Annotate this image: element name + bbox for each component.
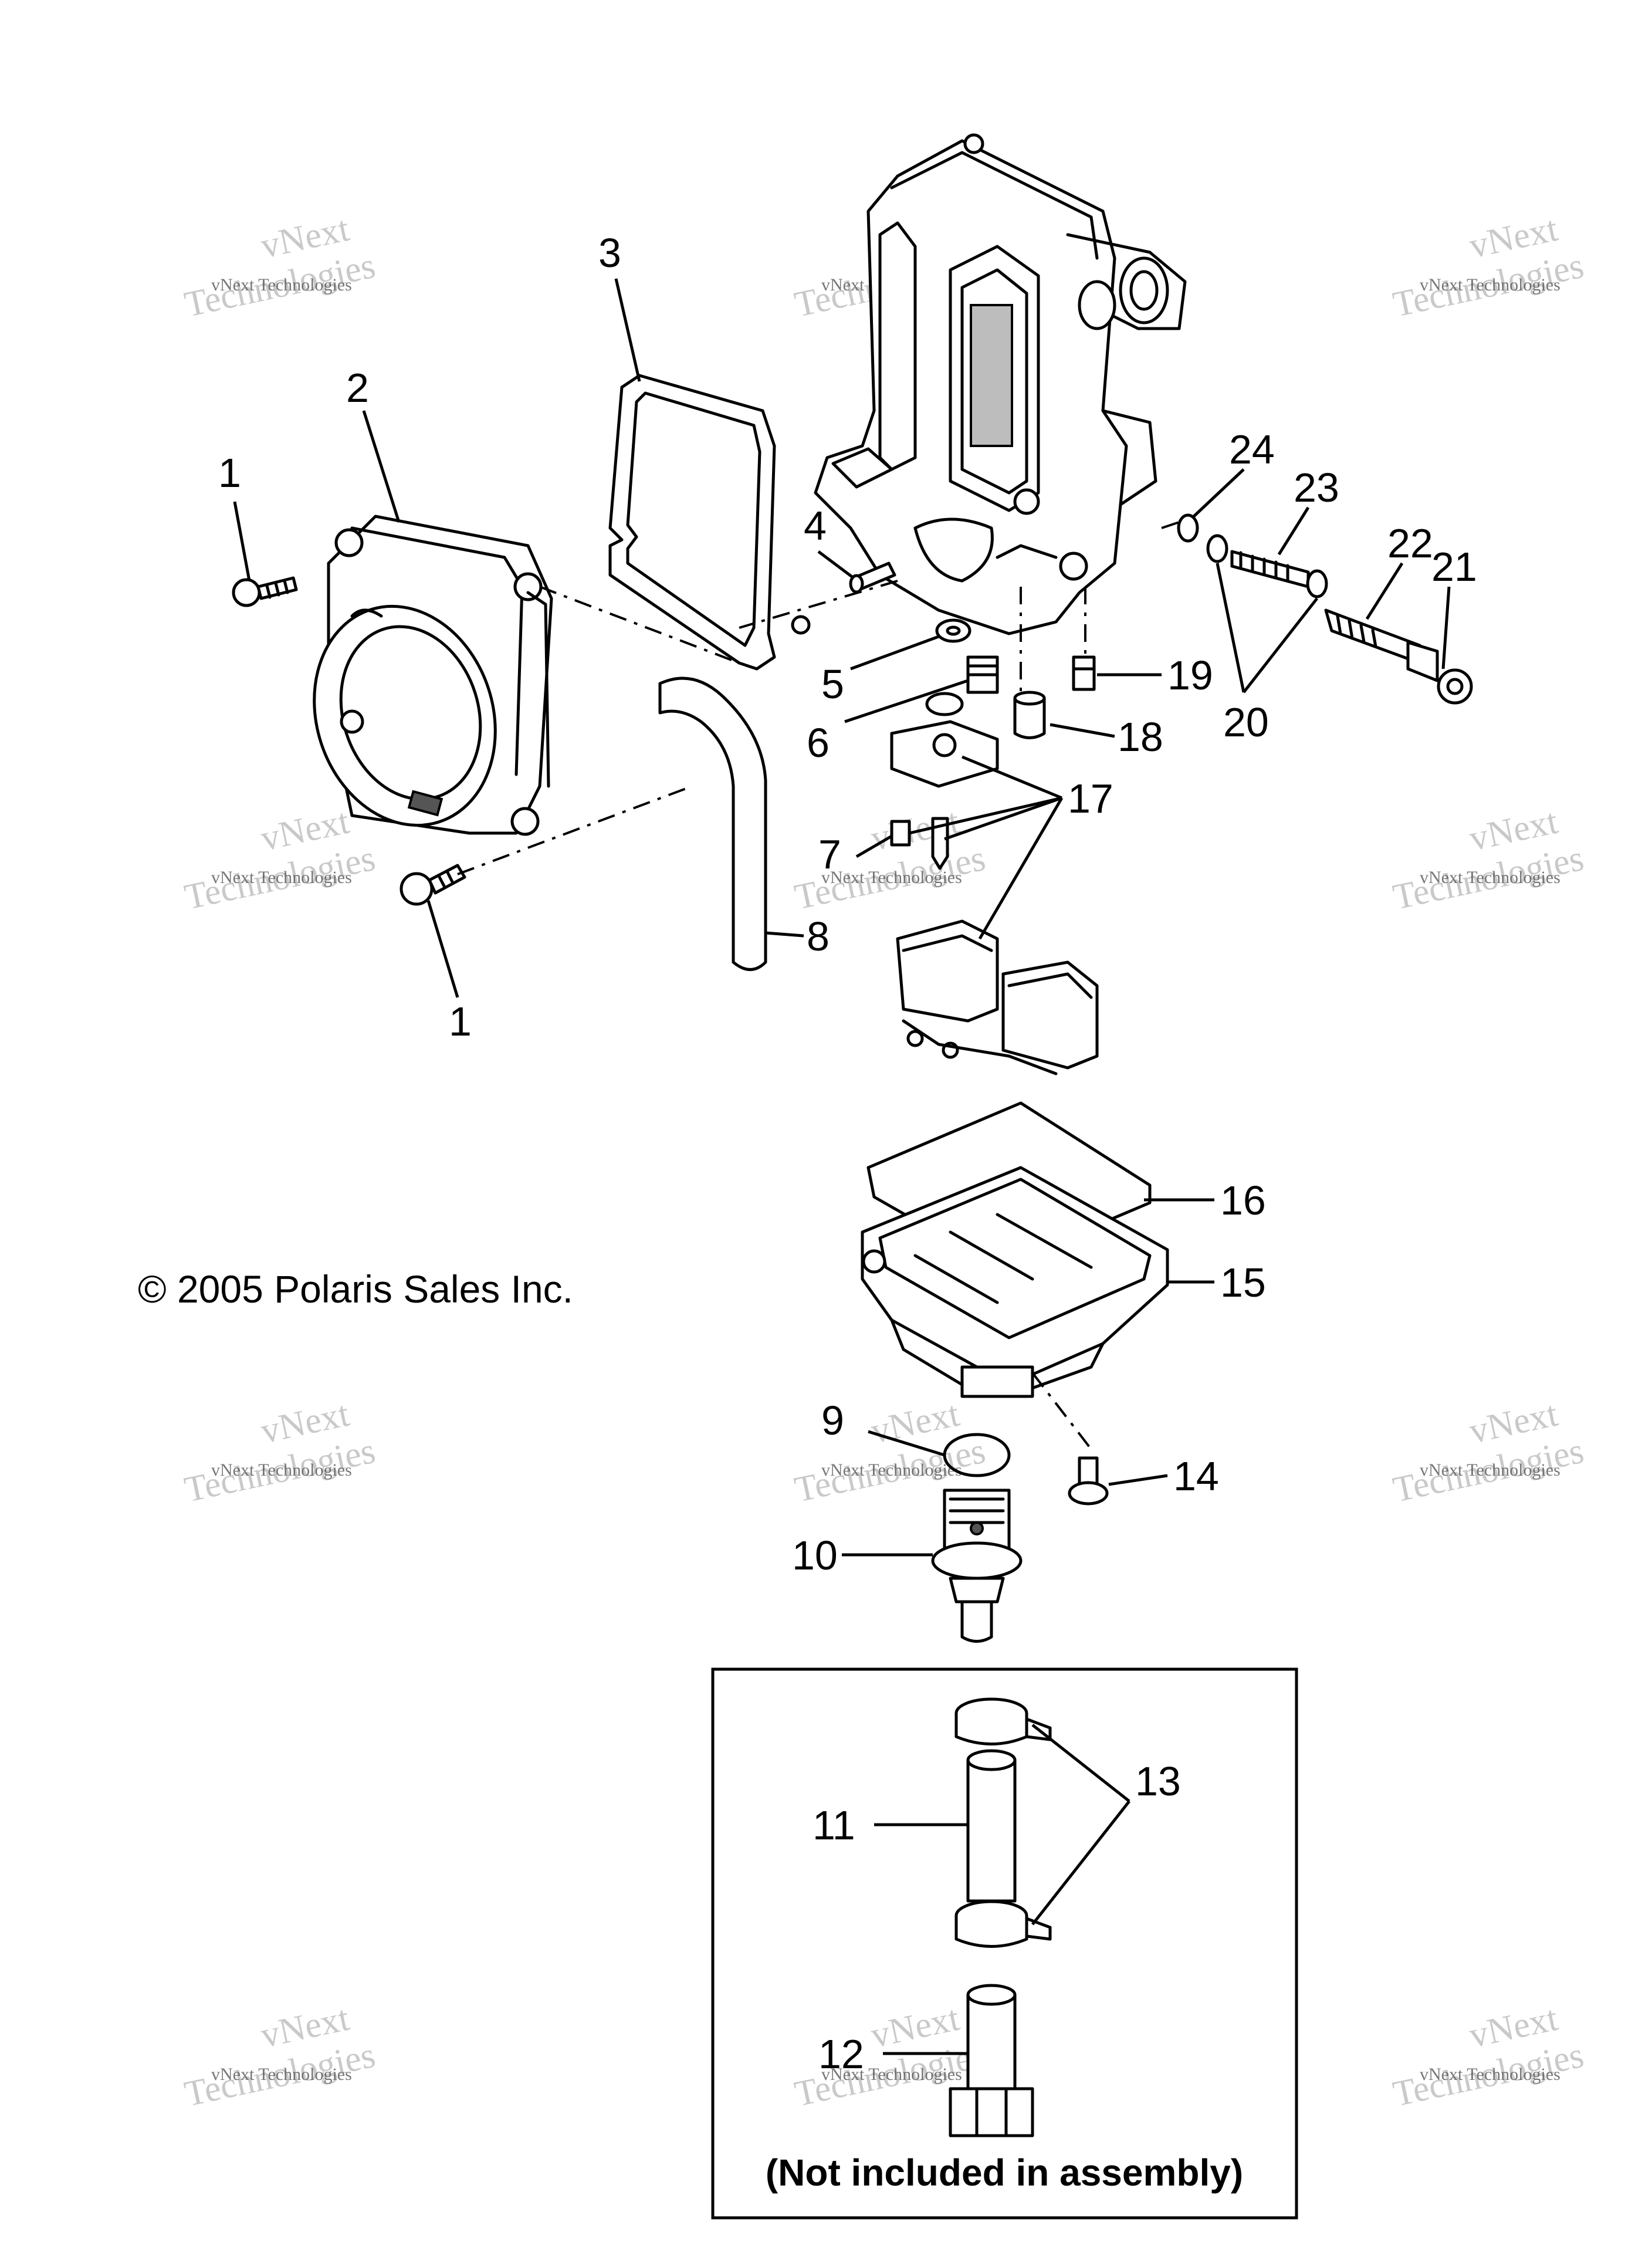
callout-1-upper: 1 xyxy=(218,450,241,496)
callout-16: 16 xyxy=(1220,1178,1266,1223)
watermark-small: vNext Technologies xyxy=(211,1460,352,1480)
callout-1-lower: 1 xyxy=(449,999,472,1044)
watermark-small: vNext Technologies xyxy=(821,868,962,887)
part-bowl-gasket xyxy=(866,1101,1152,1269)
callout-21: 21 xyxy=(1431,544,1477,590)
part-screw-upper xyxy=(232,576,298,607)
part-idle-screw-set xyxy=(1177,513,1473,705)
callout-11: 11 xyxy=(813,1802,855,1848)
part-carburetor-body xyxy=(814,133,1187,635)
part-needle-valve-assembly xyxy=(890,692,1099,1075)
part-pin xyxy=(849,561,896,594)
part-intake-adapter xyxy=(313,515,553,836)
watermark-small: vNext Technologies xyxy=(821,1460,962,1480)
watermark-small: vNext Technologies xyxy=(211,2065,352,2084)
callout-20: 20 xyxy=(1223,699,1269,745)
callout-9: 9 xyxy=(821,1398,844,1443)
part-screw-lower xyxy=(400,864,466,906)
part-hose xyxy=(658,676,767,971)
callout-leaders xyxy=(233,278,1451,2055)
watermark-small: vNext Technologies xyxy=(821,2065,962,2084)
part-top-gasket xyxy=(608,374,811,671)
callout-14: 14 xyxy=(1173,1453,1219,1499)
callout-23: 23 xyxy=(1294,465,1339,510)
callout-22: 22 xyxy=(1387,520,1433,566)
inset-not-included xyxy=(711,1667,1298,2220)
part-jet-19 xyxy=(1072,655,1096,691)
watermark-small: vNext Technologies xyxy=(1420,2065,1560,2084)
watermark-small: vNext Technologies xyxy=(1420,1460,1560,1480)
callout-12: 12 xyxy=(818,2031,864,2077)
callout-4: 4 xyxy=(804,503,827,549)
callout-6: 6 xyxy=(807,720,830,766)
callout-15: 15 xyxy=(1220,1260,1266,1305)
callout-18: 18 xyxy=(1118,714,1163,760)
callout-19: 19 xyxy=(1167,652,1213,698)
callout-8: 8 xyxy=(807,914,830,959)
callout-7: 7 xyxy=(818,831,841,877)
copyright-text: © 2005 Polaris Sales Inc. xyxy=(138,1267,573,1311)
assembly-centerlines xyxy=(457,521,1180,1450)
callout-3: 3 xyxy=(598,230,621,276)
watermark-small: vNext Technologies xyxy=(211,275,352,295)
inset-note: (Not included in assembly) xyxy=(766,2151,1243,2194)
callout-24: 24 xyxy=(1229,427,1275,472)
part-washer-5 xyxy=(935,618,971,643)
callout-13: 13 xyxy=(1135,1758,1181,1804)
watermark-small: vNext Technologies xyxy=(1420,868,1560,887)
part-bowl-screw xyxy=(1068,1456,1109,1506)
callout-5: 5 xyxy=(821,661,844,707)
callout-17: 17 xyxy=(1068,776,1113,821)
callout-10: 10 xyxy=(792,1533,838,1578)
part-jet-18 xyxy=(1013,691,1046,739)
callout-2: 2 xyxy=(346,365,369,411)
watermark-small: vNext Technologies xyxy=(1420,275,1560,295)
part-drain-plug xyxy=(931,1489,1023,1643)
part-jet-6 xyxy=(966,655,999,694)
watermark-small: vNext Technologies xyxy=(211,868,352,887)
callout-labels: 1 1 2 3 4 5 6 7 8 9 10 11 12 13 14 15 16… xyxy=(218,230,1477,2077)
part-float-bowl xyxy=(861,1166,1169,1398)
